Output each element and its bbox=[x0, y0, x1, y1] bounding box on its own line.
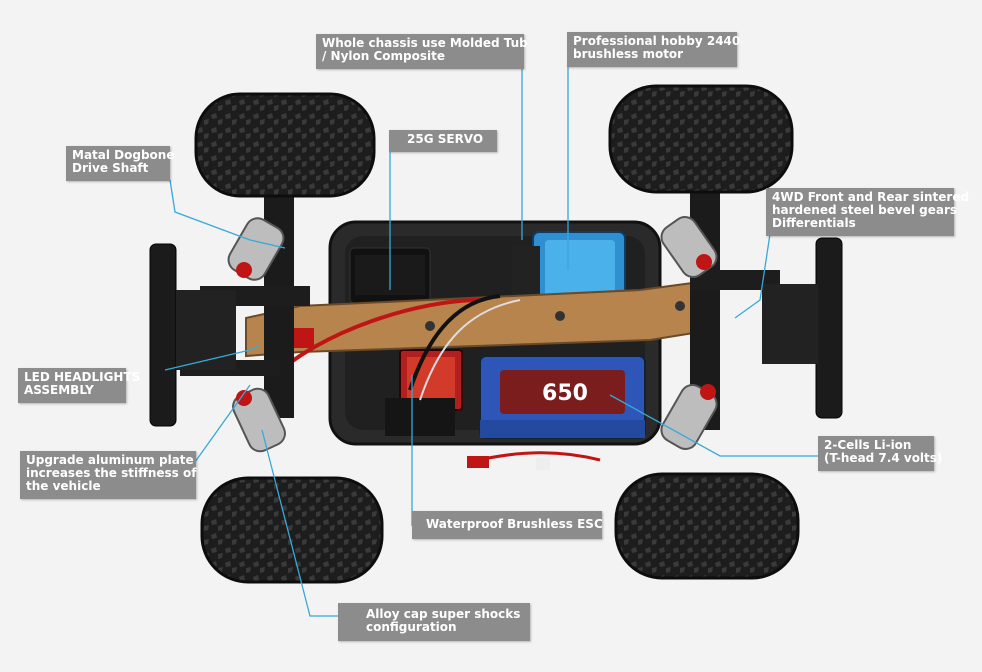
callout-gears-line-1: 4WD Front and Rear sintered bbox=[772, 190, 970, 204]
callout-dogbone: Matal Dogbone Drive Shaft bbox=[66, 146, 175, 181]
callout-dogbone-line-2: Drive Shaft bbox=[72, 161, 149, 175]
tire-rear-left bbox=[608, 84, 794, 194]
callout-esc: Waterproof Brushless ESC bbox=[412, 511, 603, 539]
callout-motor-line-1: Professional hobby 2440 bbox=[573, 34, 741, 48]
tire-front-right bbox=[200, 476, 384, 584]
shock-front-top bbox=[227, 217, 285, 281]
callout-esc-line-1: Waterproof Brushless ESC bbox=[426, 517, 603, 531]
callout-servo: 25G SERVO bbox=[389, 130, 497, 152]
callout-shocks-line-2: configuration bbox=[366, 620, 457, 634]
callout-shocks: Alloy cap super shocks configuration bbox=[338, 603, 530, 641]
callout-shocks-line-1: Alloy cap super shocks bbox=[366, 607, 521, 621]
shock-rear-top bbox=[660, 216, 718, 278]
callout-gears-line-3: Differentials bbox=[772, 216, 856, 230]
callout-gears-line-2: hardened steel bevel gears bbox=[772, 203, 958, 217]
callout-headlights: LED HEADLIGHTS ASSEMBLY bbox=[18, 368, 141, 403]
callout-battery-line-2: (T-head 7.4 volts) bbox=[824, 451, 943, 465]
callout-headlights-line-2: ASSEMBLY bbox=[24, 383, 94, 397]
callout-motor-line-2: brushless motor bbox=[573, 47, 684, 61]
battery-label: 650 bbox=[542, 381, 588, 406]
callout-plate: Upgrade aluminum plate increases the sti… bbox=[20, 451, 196, 499]
callout-plate-line-3: the vehicle bbox=[26, 479, 101, 493]
callout-servo-line-1: 25G SERVO bbox=[407, 132, 484, 146]
callout-chassis-line-2: / Nylon Composite bbox=[322, 49, 446, 63]
callout-chassis-line-1: Whole chassis use Molded Tub bbox=[322, 36, 528, 50]
callout-gears: 4WD Front and Rear sintered hardened ste… bbox=[766, 188, 970, 236]
tire-front-left bbox=[194, 92, 376, 198]
callout-motor: Professional hobby 2440 brushless motor bbox=[567, 32, 741, 67]
callout-battery-line-1: 2-Cells Li-ion bbox=[824, 438, 912, 452]
callout-chassis: Whole chassis use Molded Tub / Nylon Com… bbox=[316, 34, 528, 69]
shock-front-bottom bbox=[232, 387, 286, 453]
shock-rear-bottom bbox=[660, 384, 718, 450]
callout-headlights-line-1: LED HEADLIGHTS bbox=[24, 370, 141, 384]
callout-plate-line-1: Upgrade aluminum plate bbox=[26, 453, 194, 467]
callout-dogbone-line-1: Matal Dogbone bbox=[72, 148, 175, 162]
callout-plate-line-2: increases the stiffness of bbox=[26, 466, 197, 480]
callout-battery: 2-Cells Li-ion (T-head 7.4 volts) bbox=[818, 436, 943, 471]
tire-rear-right bbox=[614, 472, 800, 580]
